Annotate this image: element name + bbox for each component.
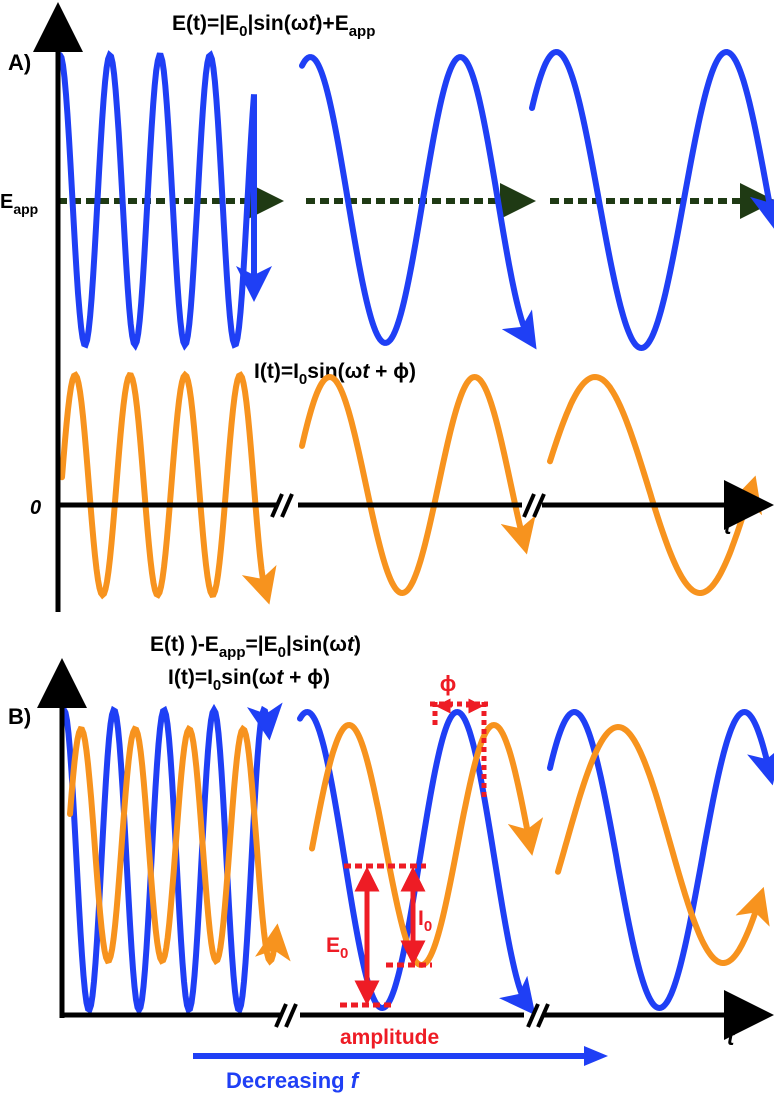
panel-a-current-wave-2	[299, 373, 536, 597]
panel-a: A) E(t)=|E0|sin(ωt)+Eapp Eapp I(t)=I0sin…	[0, 2, 774, 612]
panel-a-eapp-label: Eapp	[0, 191, 38, 217]
decreasing-frequency-banner: Decreasing f	[193, 1046, 608, 1093]
phase-label: ϕ	[440, 671, 457, 696]
panel-b-current-wave-1	[67, 724, 291, 966]
amplitude-annotation: E0 I0 amplitude	[326, 863, 439, 1049]
decreasing-frequency-label: Decreasing f	[226, 1068, 361, 1093]
panel-b-current-wave-3	[555, 723, 770, 966]
amplitude-label: amplitude	[340, 1026, 439, 1049]
panel-b-label: B)	[8, 704, 31, 729]
panel-b-t-label: t	[727, 1025, 736, 1050]
panel-a-i-formula: I(t)=I0sin(ωt + ϕ)	[254, 360, 416, 388]
e0-label: E0	[326, 934, 348, 962]
panel-a-voltage-wave-1	[57, 50, 272, 351]
panel-a-t-label: t	[724, 514, 733, 539]
panel-a-zero-label: 0	[30, 497, 41, 519]
panel-a-current-wave-3	[547, 373, 763, 596]
panel-b-voltage-wave-1	[61, 702, 283, 1017]
panel-a-axis-break-2	[522, 493, 546, 518]
panel-a-label: A)	[8, 50, 31, 75]
panel-b-e-formula: E(t) )-Eapp=|E0|sin(ωt)	[150, 633, 361, 661]
panel-b-axis-break-2	[526, 1003, 550, 1028]
phase-annotation: ϕ	[430, 671, 488, 800]
panel-a-voltage-wave-2	[299, 54, 537, 350]
panel-b-i-formula: I(t)=I0sin(ωt + ϕ)	[168, 666, 330, 694]
panel-b-voltage-wave-3	[547, 708, 774, 1012]
panel-b-axis-break-1	[274, 1003, 298, 1028]
panel-a-voltage-wave-3	[529, 48, 774, 352]
panel-b: B) E(t) )-Eapp=|E0|sin(ωt) I(t)=I0sin(ωt…	[8, 633, 774, 1050]
panel-a-e-formula: E(t)=|E0|sin(ωt)+Eapp	[172, 12, 375, 40]
i0-label: I0	[418, 907, 432, 935]
panel-a-axis-break-1	[270, 493, 294, 518]
panel-a-current-wave-1	[59, 370, 277, 605]
